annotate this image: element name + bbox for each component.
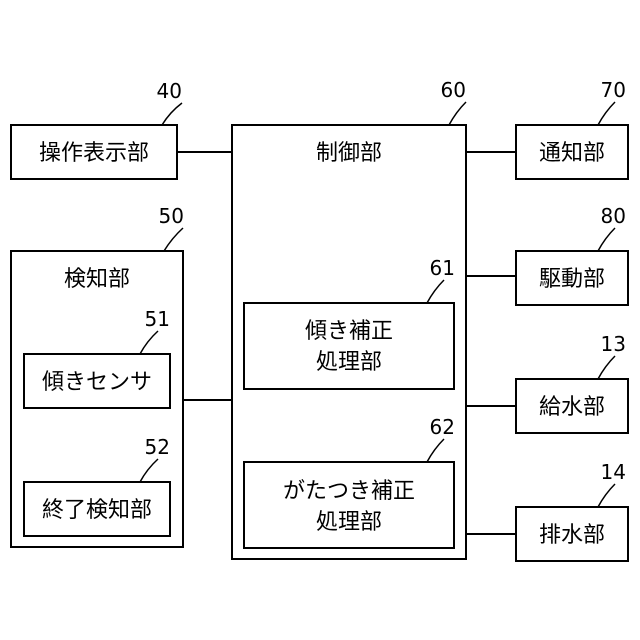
controller-leader — [449, 102, 466, 125]
notification-leader — [598, 102, 615, 125]
controller-ref: 60 — [441, 78, 466, 102]
tilt-correction-label-line2: 処理部 — [316, 350, 382, 375]
tilt-correction-label-line1: 傾き補正 — [305, 319, 393, 344]
drive-block: 駆動部 80 — [516, 204, 628, 305]
wobble-correction-ref: 62 — [430, 415, 455, 439]
water-supply-label: 給水部 — [539, 395, 605, 420]
operation-display-leader — [162, 103, 182, 125]
detector-ref: 50 — [159, 204, 184, 228]
detector-label: 検知部 — [64, 267, 130, 292]
tilt-sensor-ref: 51 — [145, 307, 170, 331]
water-supply-ref: 13 — [601, 332, 626, 356]
detector-leader — [164, 228, 183, 251]
water-supply-leader — [598, 356, 615, 379]
tilt-sensor-label: 傾きセンサ — [42, 370, 152, 395]
drive-leader — [598, 228, 615, 251]
tilt-correction-ref: 61 — [430, 256, 455, 280]
notification-block: 通知部 70 — [516, 78, 628, 179]
operation-display-ref: 40 — [157, 79, 182, 103]
controller-label: 制御部 — [316, 141, 382, 166]
drive-ref: 80 — [601, 204, 626, 228]
water-drain-label: 排水部 — [539, 523, 605, 548]
notification-ref: 70 — [601, 78, 626, 102]
wobble-correction-label-line2: 処理部 — [316, 510, 382, 535]
operation-display-label: 操作表示部 — [39, 141, 149, 166]
operation-display-block: 操作表示部 40 — [11, 79, 182, 179]
notification-label: 通知部 — [539, 141, 605, 166]
water-drain-block: 排水部 14 — [516, 460, 628, 561]
water-drain-leader — [598, 484, 615, 507]
wobble-correction-label-line1: がたつき補正 — [283, 479, 415, 504]
end-detector-ref: 52 — [145, 435, 170, 459]
end-detector-label: 終了検知部 — [42, 498, 152, 523]
water-supply-block: 給水部 13 — [516, 332, 628, 433]
drive-label: 駆動部 — [539, 267, 605, 292]
water-drain-ref: 14 — [601, 460, 626, 484]
